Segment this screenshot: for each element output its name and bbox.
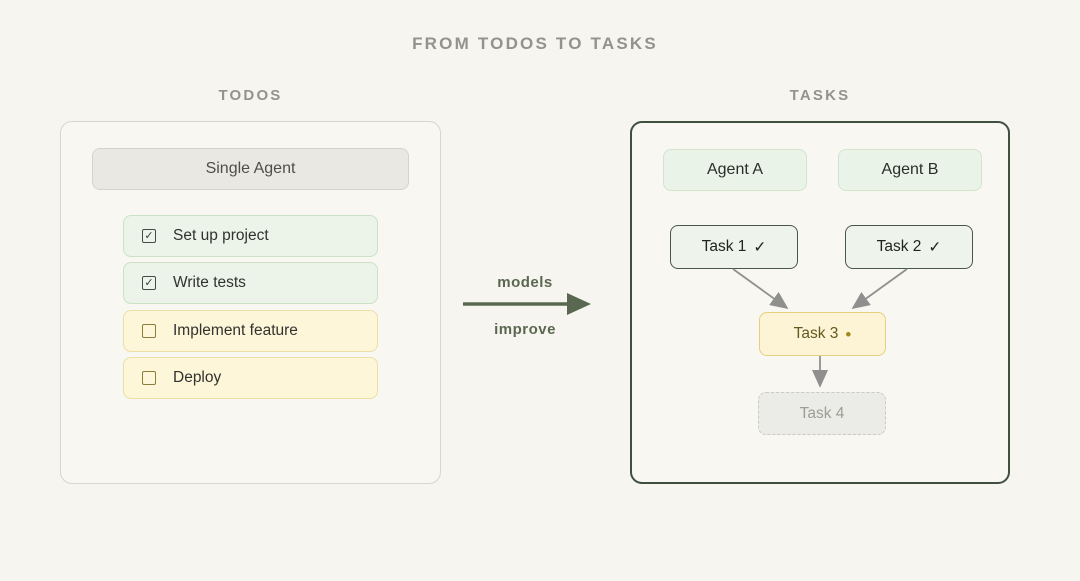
task-2-done-check-icon: ✓ <box>928 238 942 256</box>
todo-item-label: Set up project <box>173 227 269 244</box>
todo-item-deploy: Deploy <box>123 357 378 399</box>
todo-item-label: Write tests <box>173 274 246 291</box>
tasks-panel-heading: TASKS <box>789 87 851 104</box>
checkbox-unchecked-icon <box>142 324 156 338</box>
task-1-label: Task 1 <box>701 238 747 255</box>
single-agent-label: Single Agent <box>205 160 296 177</box>
checkbox-unchecked-icon <box>142 371 156 385</box>
transition-label-improve: improve <box>494 321 556 338</box>
tasks-panel: Agent A Agent B Task 1 ✓ Task 2 ✓ Task 3… <box>630 121 1010 484</box>
task-1-node: Task 1 ✓ <box>670 225 798 269</box>
agent-b-box: Agent B <box>838 149 982 191</box>
todos-panel-heading: TODOS <box>218 87 283 104</box>
todo-item-label: Implement feature <box>173 322 298 339</box>
task-3-node: Task 3 • <box>759 312 886 356</box>
agent-a-label: Agent A <box>706 161 764 178</box>
checkbox-checked-icon: ✓ <box>142 229 156 243</box>
agent-a-box: Agent A <box>663 149 807 191</box>
right-arrow-icon <box>463 293 591 315</box>
todo-item-write-tests: ✓ Write tests <box>123 262 378 304</box>
task-3-in-progress-dot-icon: • <box>845 324 852 344</box>
diagram-title: FROM TODOS TO TASKS <box>412 34 658 53</box>
single-agent-box: Single Agent <box>92 148 409 190</box>
todo-item-implement-feature: Implement feature <box>123 310 378 352</box>
task-4-node: Task 4 <box>758 392 886 435</box>
task-4-label: Task 4 <box>799 404 845 422</box>
checkbox-checked-icon: ✓ <box>142 276 156 290</box>
task-2-node: Task 2 ✓ <box>845 225 973 269</box>
transition-label-models: models <box>497 274 553 291</box>
todos-panel: Single Agent ✓ Set up project ✓ Write te… <box>60 121 441 484</box>
todo-item-set-up-project: ✓ Set up project <box>123 215 378 257</box>
task-2-label: Task 2 <box>876 238 922 255</box>
agent-b-label: Agent B <box>881 161 939 178</box>
task-3-label: Task 3 <box>793 325 839 342</box>
task-1-done-check-icon: ✓ <box>753 238 767 256</box>
todo-item-label: Deploy <box>173 369 222 386</box>
